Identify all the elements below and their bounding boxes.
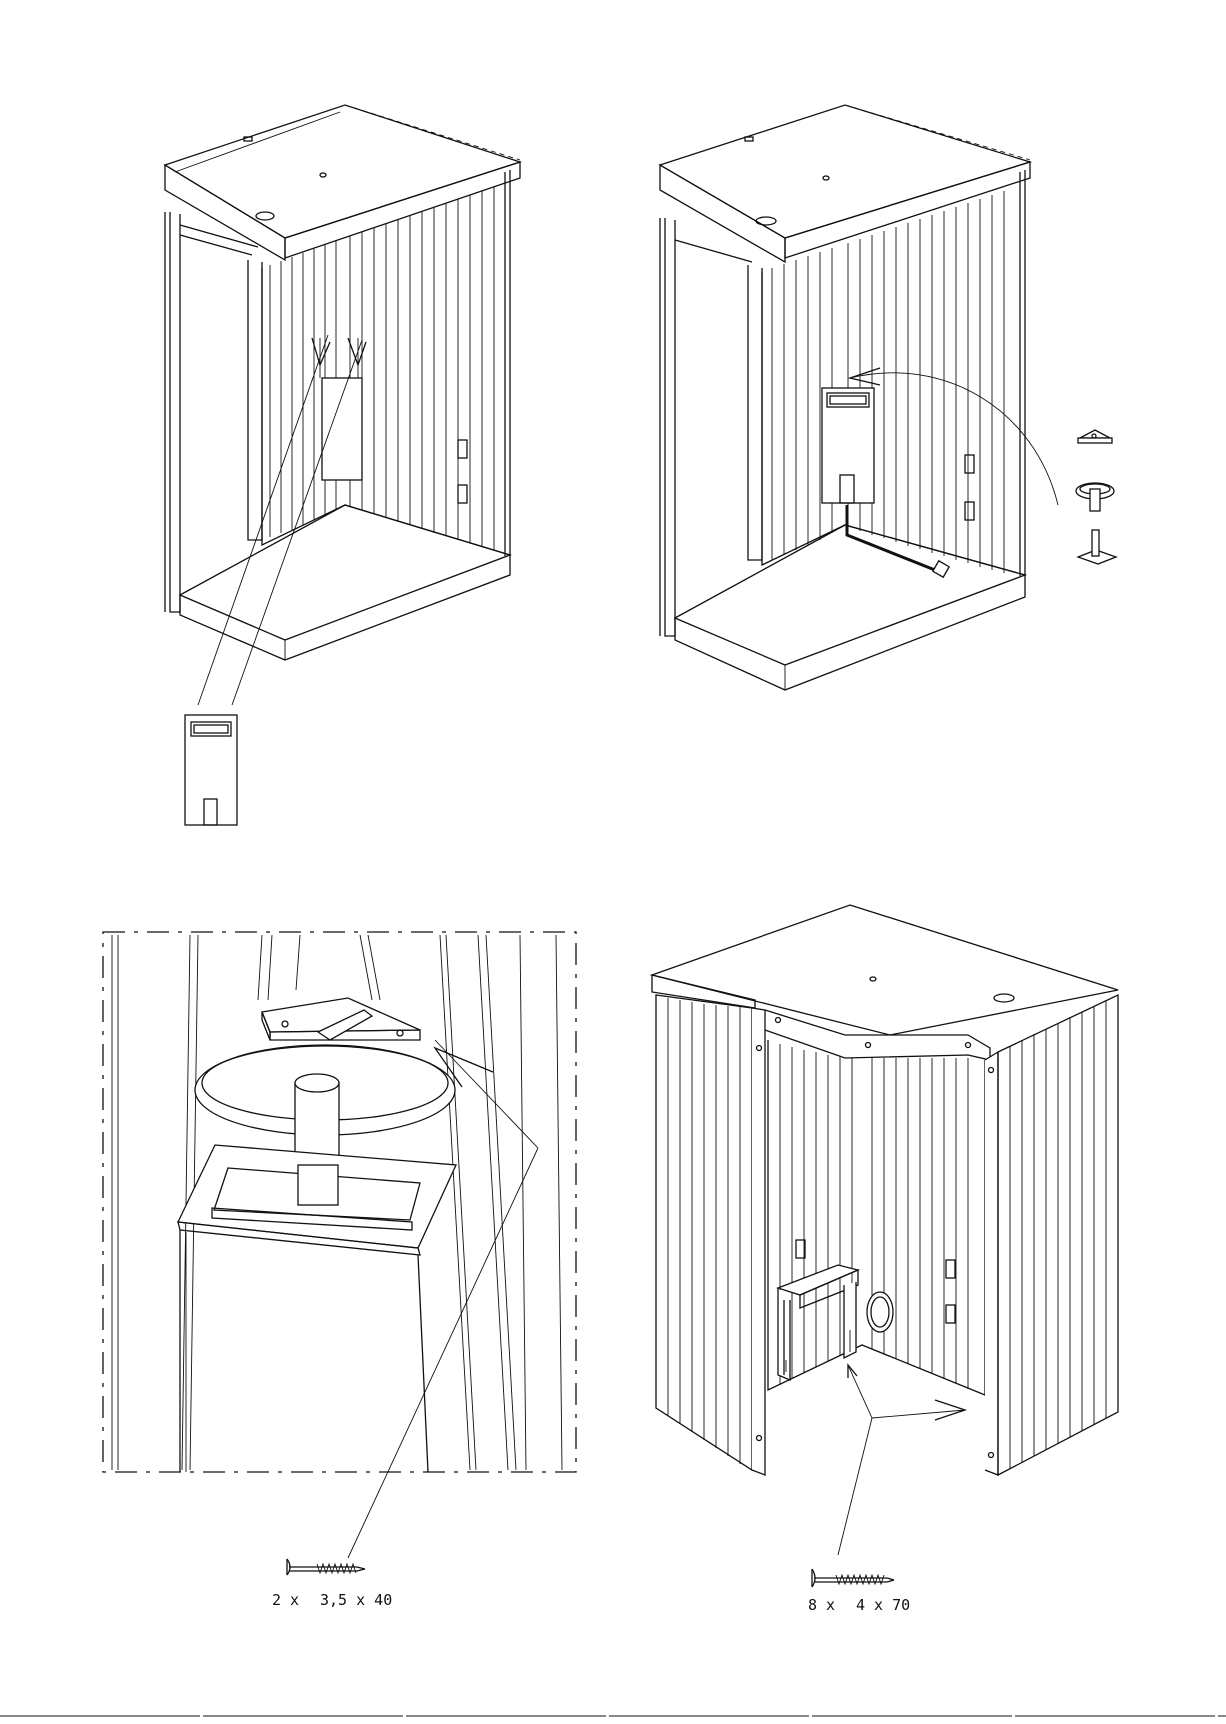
screw-size-left: 3,5 x 40 (320, 1591, 392, 1609)
step-3-detail (103, 932, 576, 1558)
screw-icon (812, 1569, 894, 1587)
heater-unit-detail (185, 715, 237, 825)
screw-qty-right: 8 x (808, 1596, 835, 1614)
screw-icon (287, 1559, 365, 1575)
bracket-icon (1078, 430, 1112, 443)
bench-frame (778, 1265, 858, 1380)
cabin-left-post (165, 212, 262, 612)
screw-size-right: 4 x 70 (856, 1596, 910, 1614)
step-2-diagram (660, 105, 1116, 690)
heater-body (178, 1145, 456, 1472)
screw-pointer-right (838, 1365, 965, 1555)
screw-qty-left: 2 x (272, 1591, 299, 1609)
right-wall-panel (985, 995, 1118, 1475)
triangle-bracket (262, 998, 420, 1040)
left-wall-panel (656, 995, 765, 1475)
step-1-diagram (165, 105, 520, 825)
tray-icon (1076, 483, 1114, 511)
interior-back-walls (768, 1040, 985, 1395)
step-4-diagram (652, 905, 1118, 1555)
cabin-left-post (660, 218, 762, 636)
mounted-heater-unit (822, 368, 1058, 577)
cabin-floor (675, 525, 1025, 690)
spindle-icon (1078, 530, 1116, 564)
cabin-top-panel (660, 105, 1030, 262)
corner-cabin-roof (652, 905, 1118, 1035)
cabin-top-panel (165, 105, 520, 260)
cabin-floor (180, 505, 510, 660)
